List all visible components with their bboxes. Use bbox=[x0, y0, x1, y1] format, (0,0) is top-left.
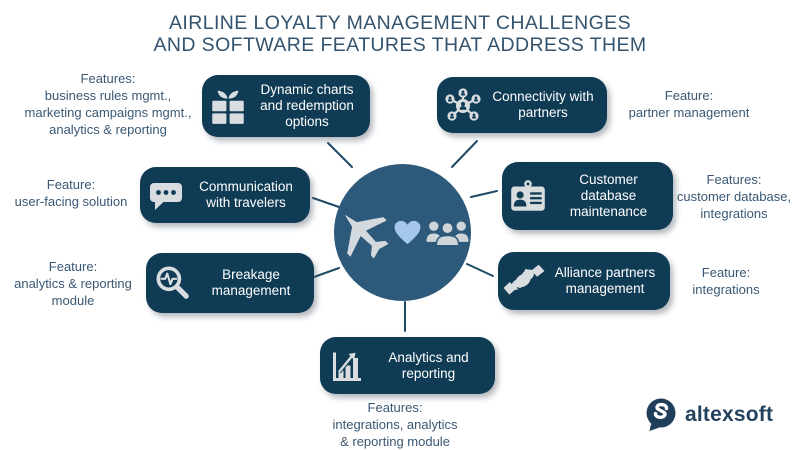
altexsoft-logo: altexsoft bbox=[644, 397, 773, 433]
handshake-icon bbox=[498, 260, 550, 302]
challenge-label: Communication with travelers bbox=[199, 179, 293, 210]
central-hub bbox=[334, 164, 471, 301]
challenge-label: Dynamic charts and redemption options bbox=[260, 82, 354, 129]
altexsoft-logo-icon bbox=[646, 398, 676, 431]
feature-note-communication: Feature: user-facing solution bbox=[14, 177, 128, 209]
connector-line bbox=[470, 190, 498, 198]
feature-note-dynamic-charts: Features: business rules mgmt., marketin… bbox=[24, 71, 192, 137]
magnifier-pulse-icon bbox=[146, 262, 198, 304]
challenge-label: Connectivity with partners bbox=[492, 89, 594, 120]
connector-line bbox=[327, 142, 353, 168]
challenge-analytics-reporting: Analytics and reporting bbox=[320, 337, 495, 394]
connector-line bbox=[313, 267, 340, 278]
altexsoft-logo-text: altexsoft bbox=[685, 403, 774, 426]
challenge-customer-database: Customer database maintenance bbox=[502, 162, 673, 230]
challenge-alliance-partners: Alliance partners management bbox=[498, 252, 670, 310]
bar-chart-icon bbox=[320, 346, 372, 386]
gift-icon bbox=[202, 85, 254, 127]
title-line-2: AND SOFTWARE FEATURES THAT ADDRESS THEM bbox=[153, 34, 647, 56]
feature-note-alliance-partners: Feature: integrations bbox=[692, 265, 760, 297]
id-card-icon bbox=[502, 175, 554, 217]
challenge-label: Analytics and reporting bbox=[388, 349, 469, 381]
chat-bubble-icon bbox=[140, 175, 192, 215]
connector-line bbox=[466, 263, 494, 277]
challenge-breakage: Breakage management bbox=[146, 253, 314, 313]
connector-line bbox=[451, 140, 478, 168]
travelers-icon bbox=[425, 220, 469, 247]
challenge-dynamic-charts: Dynamic charts and redemption options bbox=[202, 75, 370, 137]
challenge-connectivity: Connectivity with partners bbox=[437, 77, 607, 133]
heart-icon bbox=[394, 220, 420, 245]
challenge-label: Customer database maintenance bbox=[569, 172, 648, 219]
challenge-label: Breakage management bbox=[211, 267, 291, 298]
airplane-icon bbox=[344, 214, 388, 258]
challenge-label: Alliance partners management bbox=[554, 265, 656, 296]
feature-note-analytics-reporting: Features: integrations, analytics & repo… bbox=[332, 400, 458, 449]
page-title: AIRLINE LOYALTY MANAGEMENT CHALLENGES AN… bbox=[0, 12, 800, 56]
feature-note-connectivity: Feature: partner management bbox=[628, 88, 750, 120]
title-line-1: AIRLINE LOYALTY MANAGEMENT CHALLENGES bbox=[169, 12, 631, 34]
feature-note-breakage: Feature: analytics & reporting module bbox=[14, 259, 132, 308]
feature-note-customer-database: Features: customer database, integration… bbox=[676, 172, 792, 221]
network-icon bbox=[437, 85, 489, 125]
challenge-communication: Communication with travelers bbox=[140, 167, 310, 223]
